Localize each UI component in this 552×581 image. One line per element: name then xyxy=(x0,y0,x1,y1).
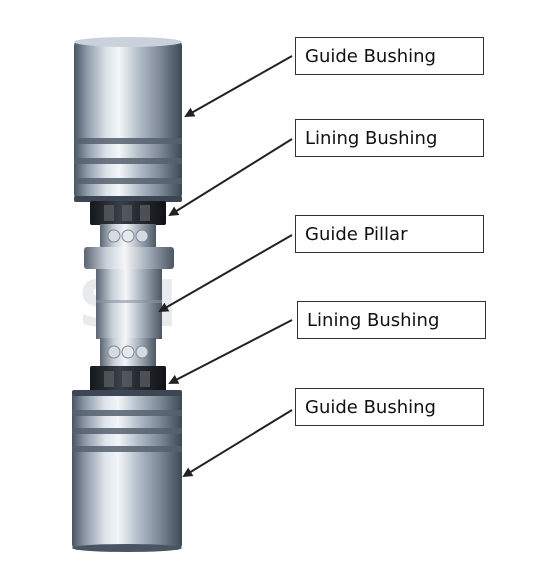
label-text: Guide Pillar xyxy=(305,223,408,245)
bottom-lining-bushing xyxy=(90,366,166,392)
arrow-guide-bushing-bottom xyxy=(182,409,293,478)
arrow-lining-bushing-bottom xyxy=(168,319,293,384)
guide-pillar-shaft xyxy=(84,247,174,339)
bottom-guide-bushing xyxy=(72,390,182,552)
bottom-ball-cage xyxy=(100,338,156,366)
label-lining-bushing-top: Lining Bushing xyxy=(295,119,484,157)
arrow-guide-bushing-top xyxy=(184,55,293,117)
top-ball-cage xyxy=(100,224,156,248)
arrow-guide-pillar xyxy=(158,234,293,312)
label-lining-bushing-bottom: Lining Bushing xyxy=(297,301,486,339)
label-text: Guide Bushing xyxy=(305,396,436,418)
top-lining-bushing xyxy=(90,201,166,225)
top-guide-bushing xyxy=(74,37,182,202)
label-guide-bushing-top: Guide Bushing xyxy=(295,37,484,75)
label-text: Lining Bushing xyxy=(305,127,438,149)
callout-arrows xyxy=(158,55,293,478)
label-text: Lining Bushing xyxy=(307,309,440,331)
label-guide-bushing-bottom: Guide Bushing xyxy=(295,388,484,426)
arrow-lining-bushing-top xyxy=(168,138,293,217)
label-guide-pillar: Guide Pillar xyxy=(295,215,484,253)
label-text: Guide Bushing xyxy=(305,45,436,67)
